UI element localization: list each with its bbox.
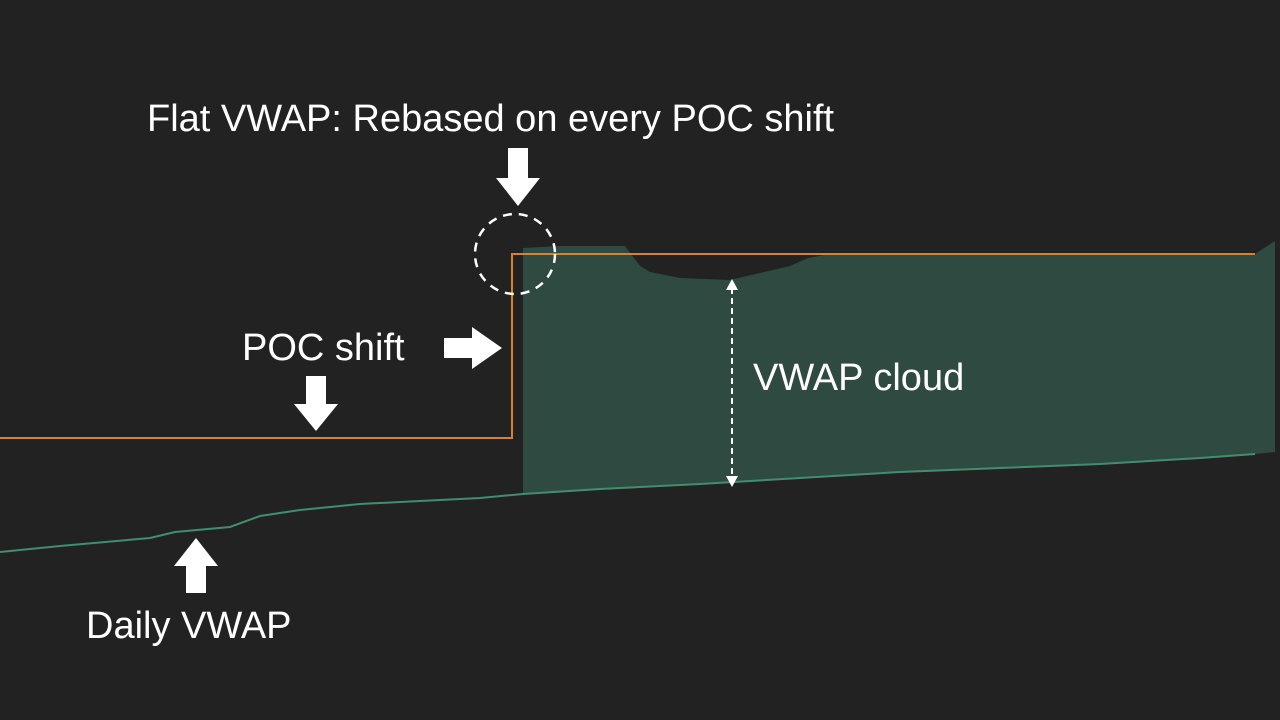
vwap-cloud-label: VWAP cloud	[753, 357, 964, 399]
flat-vwap-label: Flat VWAP: Rebased on every POC shift	[147, 98, 835, 140]
arrow-up-icon	[174, 538, 218, 593]
dashed-circle-marker	[473, 212, 557, 296]
arrow-down-icon	[294, 376, 338, 431]
vwap-cloud-area	[523, 241, 1275, 494]
poc-shift-label: POC shift	[242, 327, 405, 369]
daily-vwap-line	[0, 453, 1256, 553]
arrow-right-icon	[444, 327, 502, 369]
flat-vwap-line	[0, 253, 1255, 439]
daily-vwap-label: Daily VWAP	[86, 605, 292, 647]
cloud-height-arrow	[726, 279, 738, 487]
arrow-down-icon	[496, 148, 540, 206]
